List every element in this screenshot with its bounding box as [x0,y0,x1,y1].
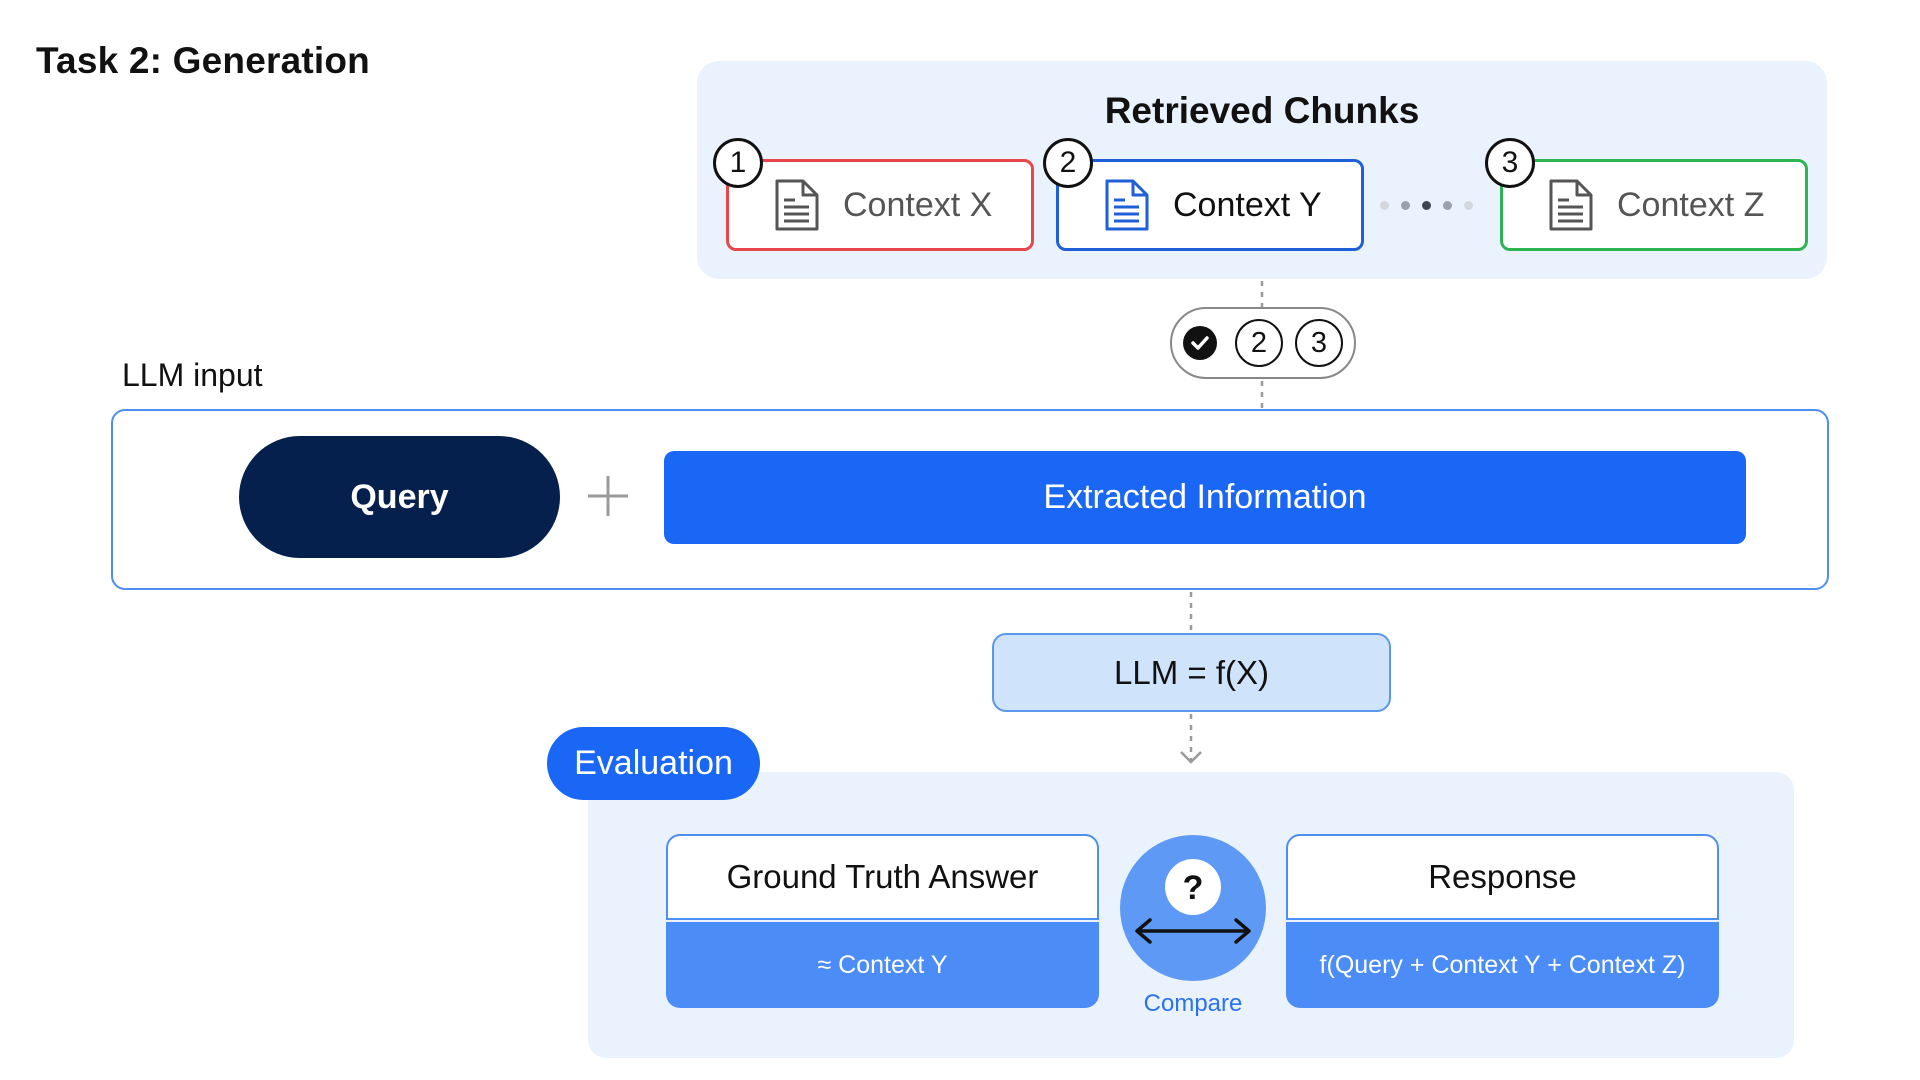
response-title: Response [1286,834,1719,920]
query-pill: Query [239,436,560,558]
document-icon [775,179,819,231]
document-icon [1105,179,1149,231]
evaluation-badge: Evaluation [547,727,760,800]
chunk-number-badge: 2 [1043,138,1093,188]
ground-truth-title: Ground Truth Answer [666,834,1099,920]
chunk-number-badge: 3 [1485,138,1535,188]
retrieved-chunks-title: Retrieved Chunks [1104,90,1420,131]
compare-icon: ? [1135,859,1251,944]
compare-circle: ? [1120,835,1266,981]
ellipsis-dot [1422,201,1431,210]
extracted-information-bar: Extracted Information [664,451,1746,544]
plus-icon [588,476,628,516]
check-icon [1183,326,1217,360]
ellipsis-dot [1464,201,1473,210]
chunk-number-badge: 1 [713,138,763,188]
ground-truth-value: ≈ Context Y [666,922,1099,1008]
ellipsis-dot [1443,201,1452,210]
ellipsis-dot [1380,201,1389,210]
compare-label: Compare [1143,990,1243,1017]
selection-number: 3 [1295,319,1343,367]
ellipsis-dot [1401,201,1410,210]
chunk-label: Context Y [1173,185,1322,224]
chunk-label: Context X [843,185,993,224]
chunk-label: Context Z [1617,185,1765,224]
llm-input-label: LLM input [122,357,263,393]
response-value: f(Query + Context Y + Context Z) [1286,922,1719,1008]
selection-pill: 2 3 [1170,307,1356,379]
document-icon [1549,179,1593,231]
chunk-context-x: Context X [726,159,1034,251]
page-title: Task 2: Generation [36,40,370,81]
chunk-context-y: Context Y [1056,159,1364,251]
llm-function-box: LLM = f(X) [992,633,1391,712]
question-mark: ? [1183,869,1204,907]
chunk-context-z: Context Z [1500,159,1808,251]
selection-number: 2 [1235,319,1283,367]
